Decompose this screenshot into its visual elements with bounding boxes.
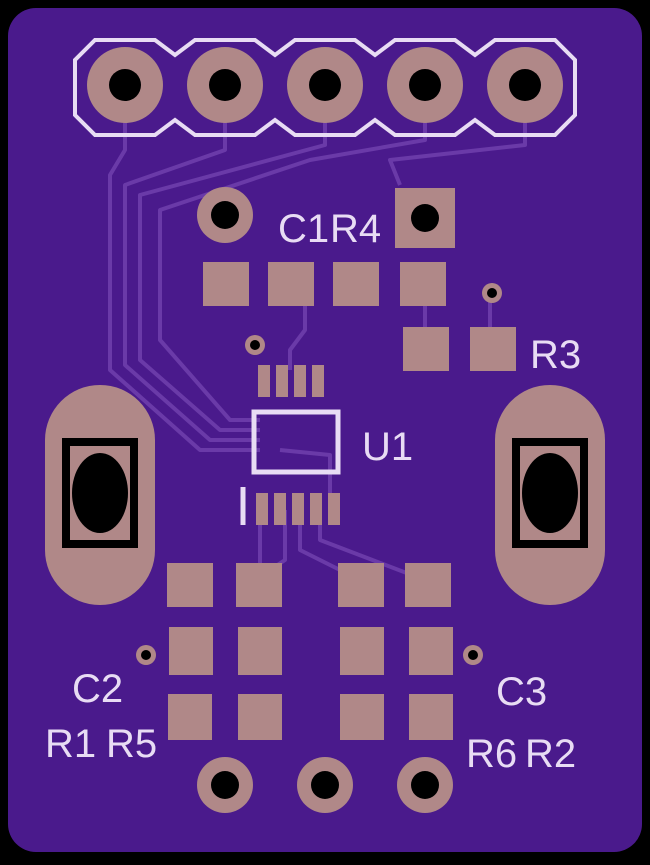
smd-pad (403, 327, 449, 371)
drill (309, 69, 341, 101)
drill (72, 453, 128, 533)
smd-pad (333, 262, 379, 306)
smd-pad (236, 563, 282, 607)
smd-pad (168, 694, 212, 740)
trace (123, 80, 260, 442)
smd-pad (167, 563, 213, 607)
smd-pad (409, 627, 453, 675)
smd-pads-top (203, 262, 516, 371)
label-r4: R4 (330, 207, 381, 251)
smd-pads-bottom (167, 563, 453, 740)
smd-pad (238, 694, 282, 740)
drill (522, 453, 578, 533)
ic-pin (292, 493, 304, 525)
smd-pad (238, 627, 282, 675)
smd-pad (338, 563, 384, 607)
header-outline (73, 38, 577, 137)
label-r6: R6 (466, 732, 517, 776)
header-pins (87, 47, 563, 123)
label-r3: R3 (530, 333, 581, 377)
drill (109, 69, 141, 101)
drill (509, 69, 541, 101)
drill (311, 771, 339, 799)
drill (141, 650, 151, 660)
drill (411, 771, 439, 799)
label-c2: C2 (72, 667, 123, 711)
smd-pad (470, 327, 516, 371)
drill (211, 771, 239, 799)
u1-outline (251, 409, 341, 475)
trace (288, 290, 307, 370)
smd-pad (203, 262, 249, 306)
ic-pin (274, 493, 286, 525)
label-r2: R2 (525, 732, 576, 776)
ic-pin (258, 365, 270, 397)
u1-pins-bottom (256, 493, 340, 525)
u1-pins-top (258, 365, 324, 397)
label-c1: C1 (278, 207, 329, 251)
smd-pad (340, 694, 384, 740)
trace (158, 80, 427, 422)
trace (108, 80, 260, 452)
ic-pin (256, 493, 268, 525)
mounting-slot-right (495, 385, 605, 605)
mounting-slot-left (45, 385, 155, 605)
bottom-pins (197, 757, 453, 813)
smd-pad (400, 262, 446, 306)
ic-pin (276, 365, 288, 397)
ic-pin (294, 365, 306, 397)
drill (468, 650, 478, 660)
label-c3: C3 (496, 670, 547, 714)
smd-pad (169, 627, 213, 675)
drill (411, 204, 439, 232)
smd-pad (340, 627, 384, 675)
u1-ic (240, 365, 341, 525)
label-r1: R1 (45, 722, 96, 766)
smd-pad (268, 262, 314, 306)
drill (250, 340, 260, 350)
smd-pad (405, 563, 451, 607)
trace (279, 448, 332, 510)
silkscreen-labels: C1 R4 R3 U1 C2 R1 R5 C3 R6 R2 (45, 207, 581, 776)
ic-pin (312, 365, 324, 397)
ic-pin (328, 493, 340, 525)
drill (409, 69, 441, 101)
label-u1: U1 (362, 425, 413, 469)
soldermask (8, 8, 642, 852)
ic-pin (310, 493, 322, 525)
vias (136, 283, 502, 665)
drill (487, 288, 497, 298)
smd-pad (409, 694, 453, 740)
drill (211, 201, 239, 229)
drill (209, 69, 241, 101)
label-r5: R5 (106, 722, 157, 766)
